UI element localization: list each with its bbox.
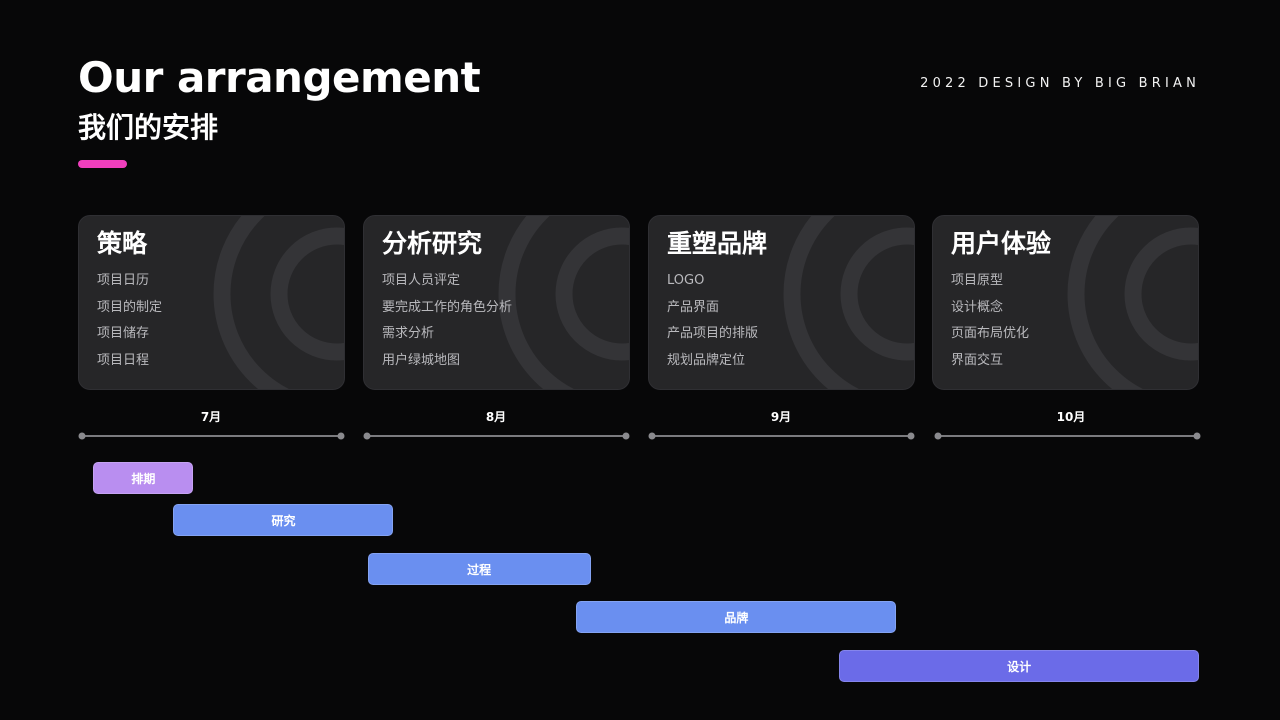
- phase-card-rebrand: 重塑品牌 LOGO 产品界面 产品项目的排版 规划品牌定位: [648, 215, 915, 390]
- phase-item: 页面布局优化: [951, 326, 1030, 341]
- phase-title: 重塑品牌: [667, 229, 768, 258]
- phase-item: 需求分析: [382, 326, 435, 341]
- phase-item: 规划品牌定位: [667, 352, 746, 368]
- phase-item: 项目原型: [951, 273, 1004, 288]
- timeline-dot: [337, 432, 345, 440]
- page-title-english: Our arrangement: [78, 53, 481, 102]
- task-bar: 排期: [93, 462, 194, 494]
- phase-card-strategy: 策略 项目日历 项目的制定 项目储存 项目日程: [78, 215, 345, 390]
- month-label: 10月: [1056, 410, 1086, 424]
- timeline-dot: [934, 432, 942, 440]
- design-credit: 2022 DESIGN BY BIG BRIAN: [920, 76, 1200, 91]
- phase-item: 要完成工作的角色分析: [382, 299, 513, 315]
- task-bar: 研究: [173, 504, 394, 536]
- timeline-dot: [907, 432, 915, 440]
- phase-item: LOGO: [667, 273, 705, 288]
- phase-title: 分析研究: [382, 229, 483, 258]
- phase-card-research: 分析研究 项目人员评定 要完成工作的角色分析 需求分析 用户绿城地图: [363, 215, 630, 390]
- task-bar: 设计: [839, 650, 1199, 682]
- phase-cards: 策略 项目日历 项目的制定 项目储存 项目日程 分析研究 项目人员评定 要完成工…: [78, 215, 1199, 391]
- phase-item-list: 项目人员评定 要完成工作的角色分析 需求分析 用户绿城地图: [382, 268, 512, 374]
- timeline-dot: [363, 432, 371, 440]
- month-label: 7月: [200, 410, 222, 424]
- task-bar: 过程: [367, 553, 591, 585]
- phase-item: 项目日历: [97, 273, 150, 288]
- title-accent-bar: [78, 160, 127, 168]
- decorative-rings-icon: [783, 216, 914, 389]
- phase-title: 用户体验: [951, 229, 1052, 258]
- timeline-dot: [1193, 432, 1201, 440]
- phase-item: 界面交互: [951, 352, 1004, 368]
- decorative-rings-icon: [1067, 216, 1198, 389]
- phase-item: 用户绿城地图: [382, 352, 461, 368]
- timeline-dot: [648, 432, 656, 440]
- decorative-rings-icon: [498, 216, 629, 389]
- phase-item: 产品项目的排版: [667, 326, 759, 341]
- timeline-dot: [622, 432, 630, 440]
- phase-item: 项目人员评定: [382, 273, 461, 288]
- phase-item: 项目日程: [97, 352, 150, 368]
- phase-item: 产品界面: [667, 299, 720, 315]
- phase-item: 项目储存: [97, 326, 150, 341]
- phase-item-list: 项目原型 设计概念 页面布局优化 界面交互: [951, 268, 1029, 374]
- month-label: 9月: [770, 410, 792, 424]
- phase-card-ux: 用户体验 项目原型 设计概念 页面布局优化 界面交互: [932, 215, 1199, 390]
- phase-item-list: LOGO 产品界面 产品项目的排版 规划品牌定位: [667, 268, 758, 374]
- phase-title: 策略: [97, 229, 148, 258]
- timeline-dot: [78, 432, 86, 440]
- task-bar: 品牌: [576, 601, 897, 633]
- phase-item: 项目的制定: [97, 299, 163, 315]
- phase-item: 设计概念: [951, 299, 1004, 315]
- month-label: 8月: [485, 410, 507, 424]
- page-title-chinese: 我们的安排: [78, 111, 219, 144]
- decorative-rings-icon: [213, 216, 344, 389]
- phase-item-list: 项目日历 项目的制定 项目储存 项目日程: [97, 268, 162, 374]
